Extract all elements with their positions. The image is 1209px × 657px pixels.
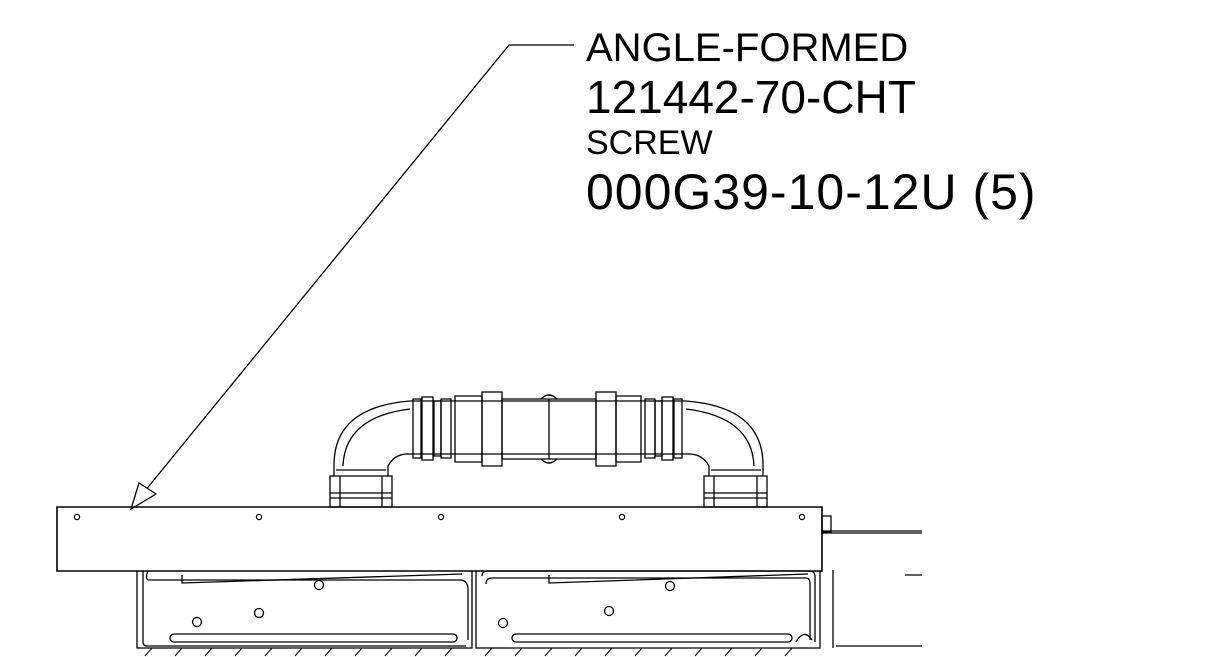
- left-base-hatching: [145, 648, 452, 656]
- leader-arrowhead: [131, 483, 156, 509]
- angle-formed-bar: [57, 507, 822, 571]
- fastener-number: 000G39-10-12U (5): [586, 164, 1037, 220]
- pipe-run: [410, 392, 686, 466]
- right-pipe-fitting: [686, 401, 767, 507]
- leader-line: [131, 45, 574, 509]
- bar-holes: [74, 514, 804, 519]
- right-housing: [476, 571, 820, 656]
- right-base-hatching: [485, 648, 792, 656]
- left-housing: [137, 571, 472, 656]
- right-extension: [822, 516, 922, 648]
- part-number: 121442-70-CHT: [586, 71, 916, 123]
- part-label: ANGLE-FORMED: [586, 26, 909, 70]
- fastener-label: SCREW: [586, 124, 713, 162]
- left-pipe-fitting: [330, 401, 410, 507]
